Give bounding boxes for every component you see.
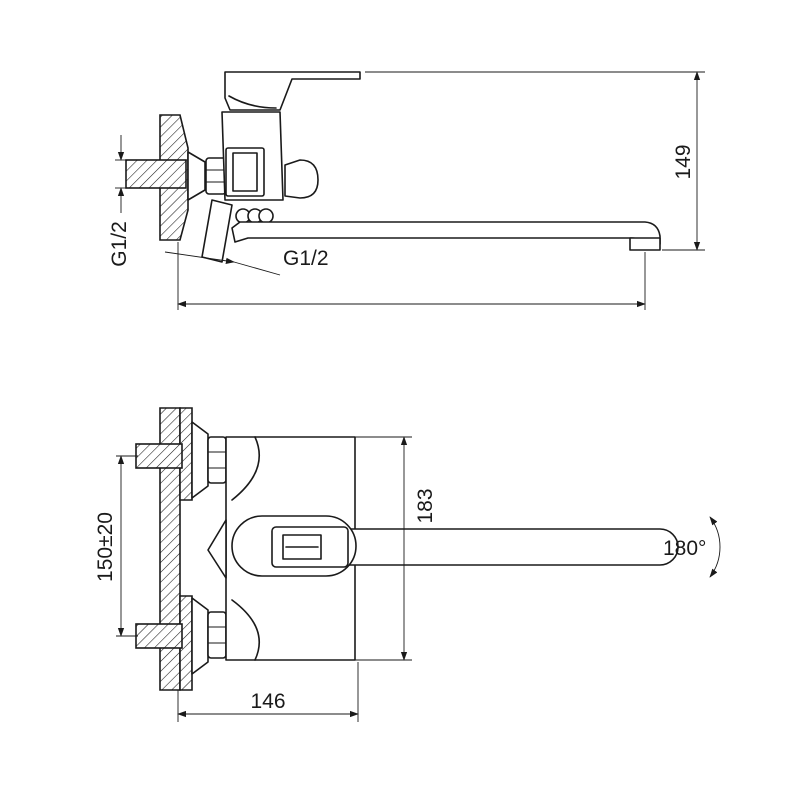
rotation-label: 180° [663, 537, 706, 560]
supply-pipe [125, 159, 187, 189]
height-label: 149 [672, 144, 695, 179]
aerator [629, 237, 661, 251]
cartridge-box [225, 147, 265, 197]
upper-hex-nut [207, 436, 227, 484]
lower-supply-pipe [135, 623, 183, 649]
lower-connector [201, 199, 233, 263]
lower-hex-nut [207, 611, 227, 659]
side-view: 149 G1/2 G1/2 [108, 71, 705, 310]
center-distance-label: 150±20 [94, 512, 117, 582]
spout-top [339, 528, 679, 566]
body-notch [207, 519, 227, 579]
thread-label-vertical: G1/2 [108, 221, 131, 267]
top-view: 183 150±20 146 180° [94, 407, 721, 722]
lower-flange [179, 595, 193, 691]
eccentric-connector [187, 151, 206, 201]
thread-label-angled: G1/2 [283, 247, 329, 270]
upper-supply-pipe [135, 443, 183, 469]
depth-label: 146 [250, 690, 285, 713]
body-height-label: 183 [414, 488, 437, 523]
lever-handle [224, 71, 361, 111]
spout [231, 221, 661, 245]
rotation-arrow [709, 516, 721, 578]
upper-flange [179, 407, 193, 501]
diverter-knob [284, 159, 319, 199]
